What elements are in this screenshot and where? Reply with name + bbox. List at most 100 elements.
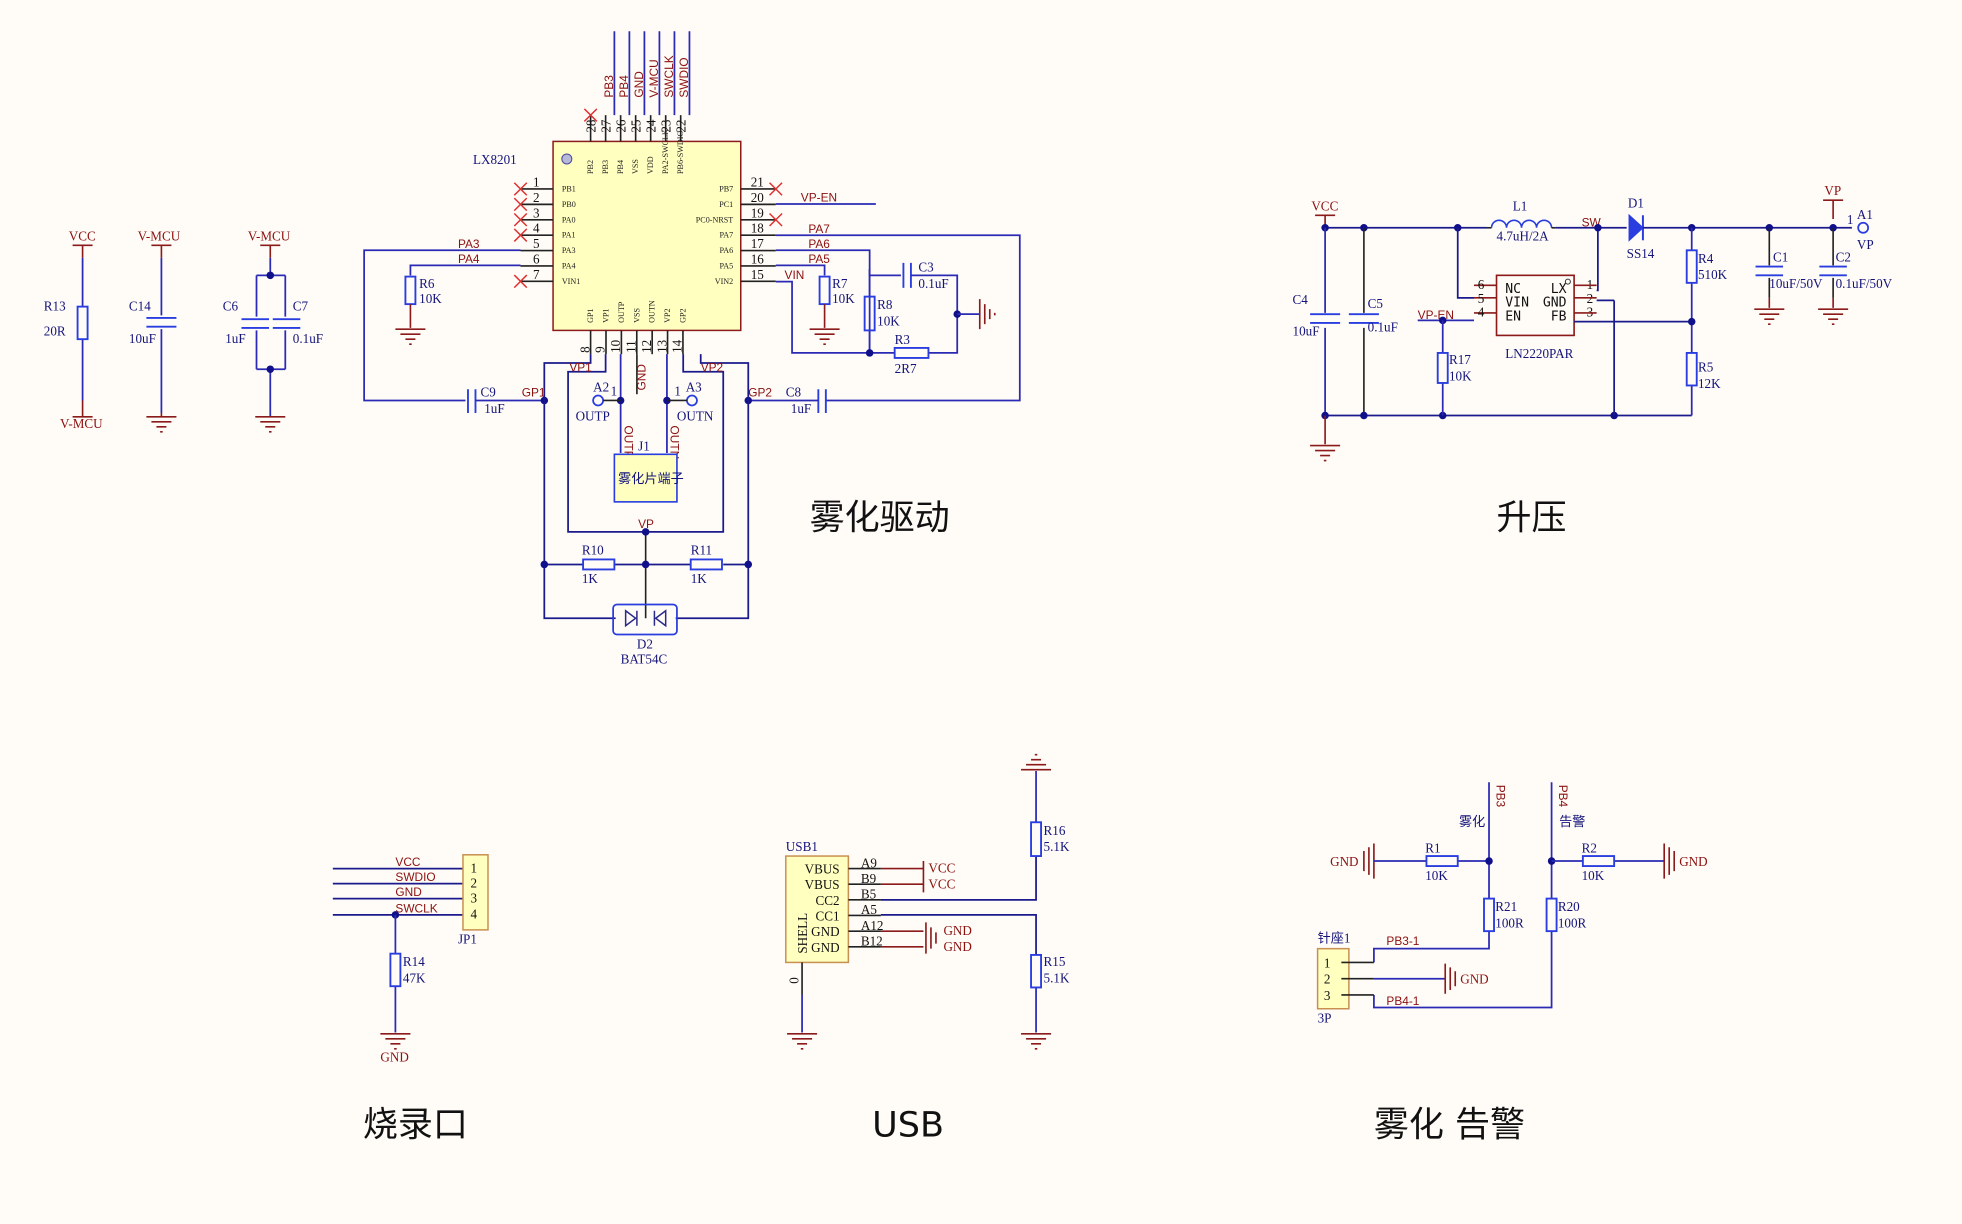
mcu-lx8201: LX8201 28PB227PB326PB425VSS24VDD23PA2-SW… <box>473 108 783 355</box>
alarm-gnd-left: GND <box>1330 854 1358 869</box>
capacitor-c5-icon <box>1348 313 1379 324</box>
jp1-pin-2: 2 <box>470 875 477 890</box>
mcu-pin-number: 27 <box>599 119 614 133</box>
r5-ref: R5 <box>1698 360 1714 375</box>
usb-ref: USB1 <box>786 839 818 854</box>
j1-label: 雾化片端子 <box>618 471 684 486</box>
usb-pin-name: GND <box>811 924 839 939</box>
d2-ref: D2 <box>637 636 653 651</box>
capacitor-c4-icon <box>1310 313 1341 324</box>
c4-value: 10uF <box>1293 323 1320 338</box>
resistor-r4-icon <box>1685 249 1698 284</box>
mcu-pin-number: 28 <box>584 119 599 133</box>
c14-value: 10uF <box>129 331 156 346</box>
ground-icon <box>146 415 177 433</box>
resistor-r3-icon <box>893 346 930 359</box>
net-gp2: GP2 <box>748 386 772 400</box>
r8-value: 10K <box>877 313 900 328</box>
net-vp-en: VP-EN <box>801 190 837 204</box>
r15-value: 5.1K <box>1044 970 1070 985</box>
net-pb3-top: PB3 <box>602 75 616 98</box>
boost-pin-name: VIN <box>1505 296 1529 311</box>
boost-pin-number: 4 <box>1478 305 1485 320</box>
net-label-vcc-boost: VCC <box>1311 198 1338 213</box>
r2-ref: R2 <box>1582 840 1597 855</box>
header-value: 3P <box>1318 1011 1332 1026</box>
header-pin-3: 3 <box>1324 988 1331 1003</box>
resistor-r10-icon <box>582 558 616 571</box>
r20-ref: R20 <box>1558 899 1580 914</box>
r10-value: 1K <box>582 571 599 586</box>
mcu-pin-name: PC0-NRST <box>696 215 734 224</box>
a1-ref: A1 <box>1857 207 1873 222</box>
mcu-body[interactable] <box>552 140 742 332</box>
power-port-vmcu-icon <box>151 244 172 258</box>
no-connect-icon <box>513 274 528 289</box>
mcu-pin-number: 21 <box>751 174 764 189</box>
ground-icon <box>255 415 286 433</box>
section-title-atomize-alarm: 雾化 告警 <box>1374 1104 1525 1145</box>
r5-value: 12K <box>1698 376 1721 391</box>
test-point-a2-icon[interactable] <box>592 394 604 407</box>
usb-body[interactable] <box>785 855 850 964</box>
mcu-pin-number: 20 <box>751 190 765 205</box>
j1-ref: J1 <box>638 439 650 454</box>
power-port-vcc-icon <box>72 244 93 258</box>
mcu-pin-name: VSS <box>632 308 641 323</box>
c6-value: 1uF <box>225 331 245 346</box>
r1-value: 10K <box>1425 868 1448 883</box>
usb-vcc-2: VCC <box>928 877 955 892</box>
net-pb4-top: PB4 <box>617 75 631 98</box>
mcu-pin-number: 26 <box>614 119 629 133</box>
c7-value: 0.1uF <box>293 331 323 346</box>
resistor-r8-icon <box>863 295 876 332</box>
net-pa4: PA4 <box>458 252 480 266</box>
net-label-vmcu-c7: V-MCU <box>248 228 291 243</box>
mcu-pin-name: OUTN <box>648 300 657 323</box>
r17-value: 10K <box>1449 368 1472 383</box>
capacitor-c1-icon <box>1755 265 1784 277</box>
no-connect-icon <box>513 182 528 196</box>
r3-value: 2R7 <box>895 361 917 376</box>
mcu-pin-number: 7 <box>533 267 540 282</box>
test-point-a1-icon[interactable] <box>1857 221 1870 234</box>
c8-ref: C8 <box>786 385 802 400</box>
net-vin: VIN <box>785 268 805 282</box>
r6-ref: R6 <box>419 276 435 291</box>
jp1-header[interactable] <box>462 854 489 931</box>
resistor-r7-icon <box>818 275 831 306</box>
ground-icon <box>978 299 996 330</box>
section-title-boost: 升压 <box>1497 497 1567 538</box>
diode-d2-package[interactable] <box>612 603 678 636</box>
mcu-pin-name: PA1 <box>562 231 576 240</box>
r2-value: 10K <box>1582 868 1605 883</box>
header-3p[interactable] <box>1316 947 1350 1010</box>
usb-gnd-2: GND <box>943 939 971 954</box>
l1-ref: L1 <box>1513 198 1528 213</box>
resistor-r21-icon <box>1483 897 1495 933</box>
mcu-pin-name: PA5 <box>720 261 734 270</box>
a2-ref: A2 <box>593 380 609 395</box>
d2-value: BAT54C <box>621 651 668 666</box>
mcu-pin-name: VDD <box>646 156 655 174</box>
ground-icon <box>1021 753 1052 771</box>
test-point-a3-icon[interactable] <box>686 394 698 407</box>
boost-pin-name: NC <box>1505 282 1521 297</box>
r8-ref: R8 <box>877 297 893 312</box>
mcu-pin-name: VP2 <box>663 308 672 322</box>
c1-value: 10uF/50V <box>1769 276 1823 291</box>
net-pa5: PA5 <box>808 252 830 266</box>
mcu-pin-number: 8 <box>577 346 592 353</box>
ground-icon <box>1310 415 1341 462</box>
net-vp-en-boost: VP-EN <box>1418 308 1454 322</box>
pin1-marker-icon <box>1564 278 1571 285</box>
jp1-net-1: VCC <box>395 855 420 869</box>
r20-value: 100R <box>1558 915 1587 930</box>
d1-value: SS14 <box>1627 246 1655 261</box>
r13-value: 20R <box>44 323 66 338</box>
boost-ic-ln2220[interactable] <box>1495 274 1575 337</box>
mcu-pin-name: PB4 <box>616 160 625 174</box>
j1-atomizer-terminal[interactable] <box>613 453 678 503</box>
resistor-r13-icon <box>76 305 89 341</box>
boost-pin-name: GND <box>1543 296 1567 311</box>
